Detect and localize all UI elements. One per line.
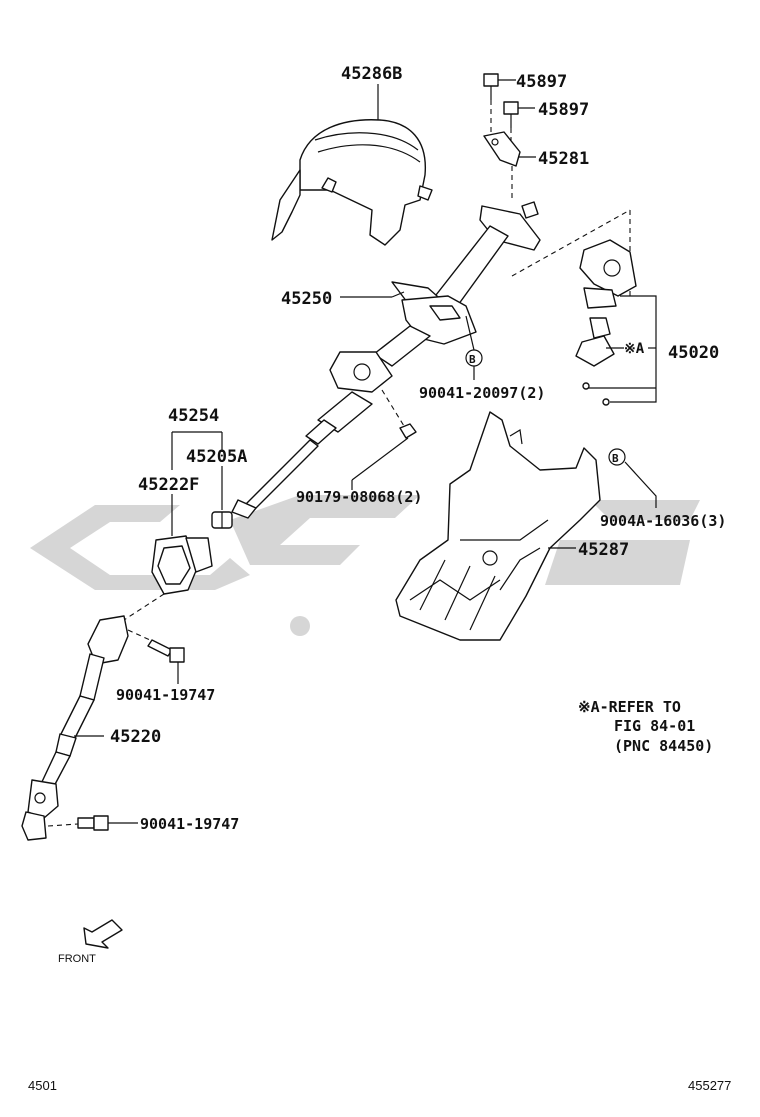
- label-45287: 45287: [578, 540, 629, 560]
- joint-45205A: [211, 511, 233, 529]
- label-45220: 45220: [110, 727, 161, 747]
- label-45020: 45020: [668, 343, 719, 363]
- boot-45222F: [151, 535, 213, 595]
- label-45205A: 45205A: [186, 447, 247, 467]
- bolt-90041-19747-lower: [77, 815, 109, 831]
- note-line-3: (PNC 84450): [614, 737, 713, 755]
- steering-column: [231, 201, 541, 519]
- label-90179-08068: 90179-08068(2): [296, 488, 422, 506]
- bracket-45281: [483, 131, 521, 167]
- lock-assembly-45020: [575, 239, 637, 406]
- label-45222F: 45222F: [138, 475, 199, 495]
- note-line-1: ※A-REFER TO: [578, 698, 681, 716]
- arrow-down-left-icon: [83, 919, 123, 949]
- upper-column-cover: [271, 119, 433, 246]
- front-label: FRONT: [58, 953, 96, 965]
- label-45897-upper: 45897: [516, 72, 567, 92]
- label-45250: 45250: [281, 289, 332, 309]
- label-90041-19747-lower: 90041-19747: [140, 815, 239, 833]
- label-45254: 45254: [168, 406, 219, 426]
- bolt-90041-19747-upper: [147, 639, 185, 663]
- label-45286B: 45286B: [341, 64, 402, 84]
- bolt-45897-lower: [503, 101, 519, 128]
- lower-column-cover: [395, 411, 601, 641]
- marker-ref-a: ※A: [624, 341, 645, 357]
- marker-b-upper: B: [469, 353, 476, 366]
- watermark-logo: [30, 495, 700, 636]
- label-90041-19747-upper: 90041-19747: [116, 686, 215, 704]
- note-line-2: FIG 84-01: [614, 717, 695, 735]
- bolt-45897-upper: [483, 73, 499, 100]
- intermediate-shaft: [21, 615, 129, 841]
- label-45281: 45281: [538, 149, 589, 169]
- label-9004A-16036: 9004A-16036(3): [600, 512, 726, 530]
- corner-code-right: 455277: [688, 1078, 731, 1093]
- nut-90179-08068: [399, 423, 417, 439]
- corner-code-left: 4501: [28, 1078, 57, 1093]
- label-45897-lower: 45897: [538, 100, 589, 120]
- marker-b-lower: B: [612, 452, 619, 465]
- label-90041-20097: 90041-20097(2): [419, 384, 545, 402]
